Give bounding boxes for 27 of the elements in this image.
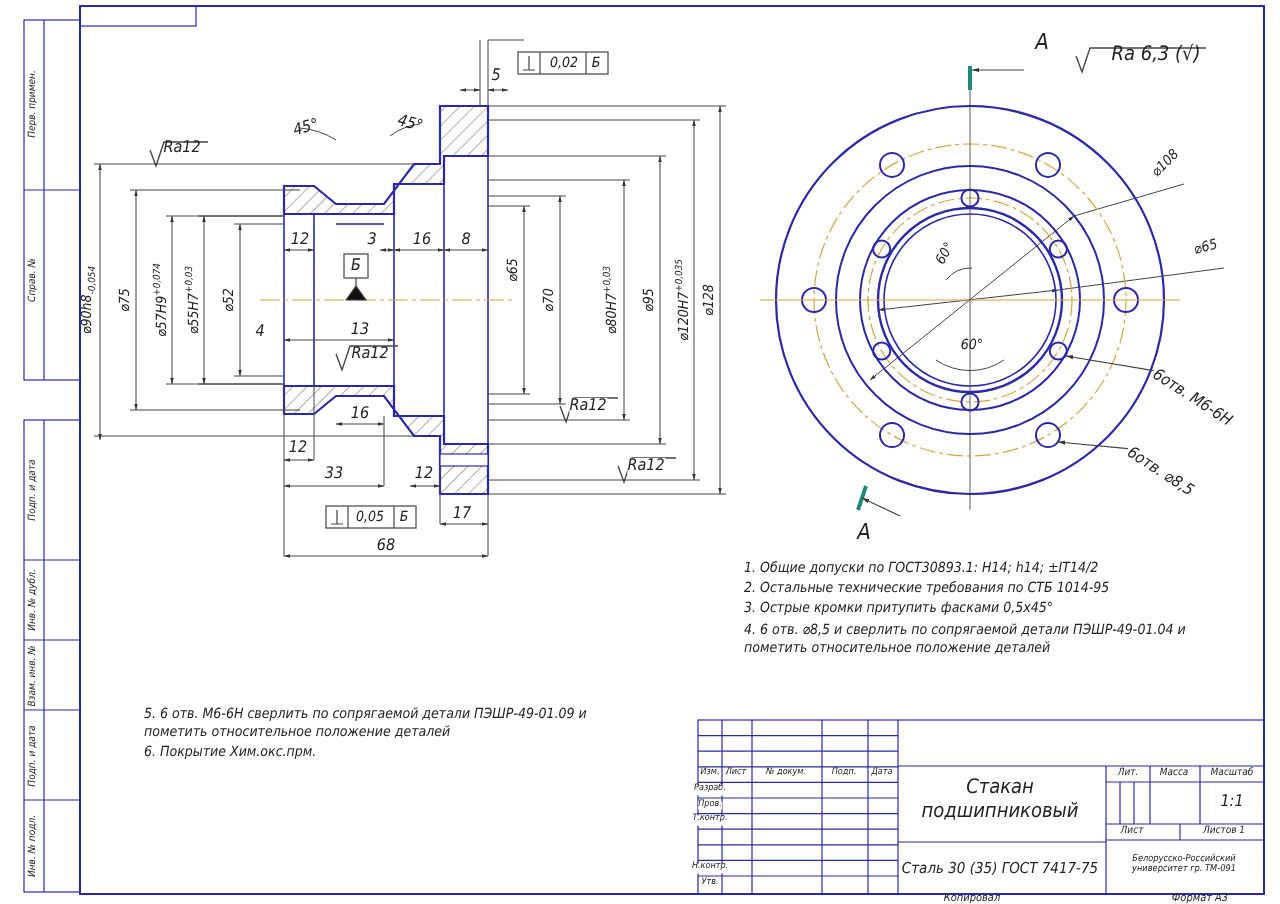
dimension-value: 17 xyxy=(452,506,472,522)
dimension-value: 45° xyxy=(395,112,425,136)
title-block-text: 1:1 xyxy=(1220,794,1244,810)
dimension-value: 68 xyxy=(376,538,396,554)
section-letter: А xyxy=(857,521,871,543)
section-letter: А xyxy=(1035,31,1049,53)
dimension-value: 13 xyxy=(350,322,370,338)
roughness-value: Ra12 xyxy=(569,398,607,414)
roughness-note: Ra 6,3 (√) xyxy=(1111,46,1201,66)
leader-line xyxy=(1065,355,1155,372)
title-block-text: Стакан подшипниковый xyxy=(919,777,1081,823)
dimension-value: 8 xyxy=(461,232,471,248)
datum-letter: Б xyxy=(351,258,361,274)
roughness-value: Ra12 xyxy=(351,346,389,362)
leader-line xyxy=(1057,440,1129,450)
dimension-value: 3 xyxy=(367,232,377,248)
roughness-value: Ra12 xyxy=(627,458,665,474)
dimension-value: 16 xyxy=(350,406,370,422)
dimension-value: 16 xyxy=(412,232,432,248)
dimension-value: 4 xyxy=(255,324,265,340)
dimension-value: 33 xyxy=(324,466,344,482)
roughness-value: Ra12 xyxy=(163,140,201,156)
dimension-value: 12 xyxy=(288,440,308,456)
dimension-value: 45° xyxy=(291,116,321,140)
dimension-value: 12 xyxy=(414,466,434,482)
dimension-value: 5 xyxy=(491,68,501,84)
dimension-value: 12 xyxy=(290,232,310,248)
